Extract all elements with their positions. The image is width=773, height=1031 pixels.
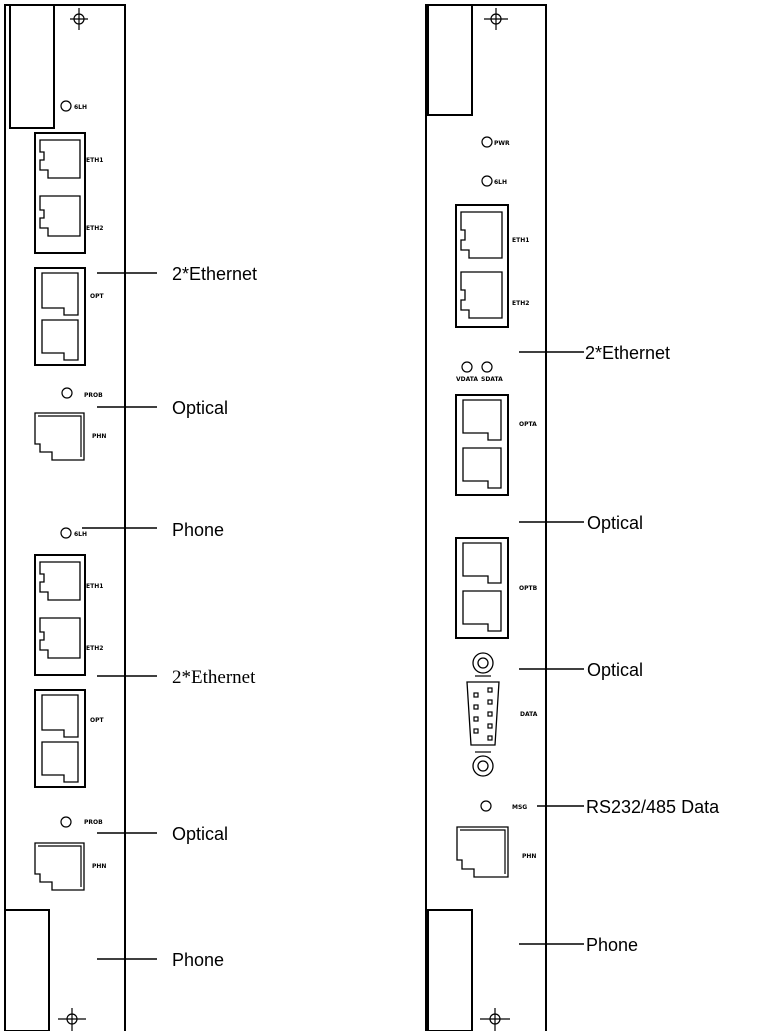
left-phone-port-icon-2: [34, 842, 85, 891]
left-opt-port-icon-2: [41, 694, 79, 783]
right-opta-label: OPTA: [519, 421, 537, 428]
right-callout-phone: Phone: [586, 935, 638, 955]
right-top-handle: [427, 4, 473, 116]
right-eth1-label: ETH1: [512, 237, 529, 244]
left-eth1-label-2: ETH1: [86, 583, 103, 590]
left-prob-led-icon-1: [61, 387, 73, 399]
left-led-label-1: 6LH: [74, 104, 87, 111]
left-eth2-port-icon-2: [39, 617, 81, 659]
right-data-label: DATA: [520, 711, 538, 718]
right-pwr-led-icon: [481, 136, 493, 148]
right-callout-optical-1: Optical: [587, 513, 643, 533]
right-bottom-handle: [427, 909, 473, 1031]
right-sdata-label: SDATA: [481, 376, 503, 383]
right-phone-port-icon: [456, 826, 509, 878]
right-eth1-port-icon: [460, 211, 503, 259]
left-led-icon: [60, 100, 72, 112]
left-bottom-handle: [4, 909, 50, 1031]
right-optb-label: OPTB: [519, 585, 538, 592]
right-db9-connector-icon: [466, 652, 500, 777]
right-board: PWR 6LH ETH1 ETH2 VDATA SDATA OPTA O: [425, 4, 720, 1031]
left-led-icon-2: [60, 527, 72, 539]
right-vdata-label: VDATA: [456, 376, 478, 383]
left-eth1-label: ETH1: [86, 157, 103, 164]
right-top-screw-icon: [484, 8, 508, 30]
left-prob-label-2: PROB: [84, 819, 103, 826]
right-bottom-screw-icon: [480, 1008, 510, 1031]
left-callout-optical-2: Optical: [172, 824, 228, 844]
left-prob-led-icon-2: [60, 816, 72, 828]
right-msg-label: MSG: [512, 804, 527, 811]
left-eth2-port-icon: [39, 195, 81, 237]
left-opt-label-2: OPT: [90, 717, 104, 724]
right-callout-ethernet: 2*Ethernet: [585, 343, 670, 363]
right-6lh-label: 6LH: [494, 179, 507, 186]
left-phn-label-1: PHN: [92, 433, 106, 440]
right-pwr-label: PWR: [494, 140, 510, 147]
left-callout-optical-1: Optical: [172, 398, 228, 418]
left-opt-label-1: OPT: [90, 293, 104, 300]
right-sdata-led-icon: [481, 361, 493, 373]
right-phn-label: PHN: [522, 853, 536, 860]
left-led-label-2: 6LH: [74, 531, 87, 538]
left-top-handle: [9, 4, 55, 129]
left-phn-label-2: PHN: [92, 863, 106, 870]
left-eth2-label: ETH2: [86, 225, 103, 232]
left-bottom-screw-icon: [58, 1008, 86, 1031]
right-vdata-led-icon: [461, 361, 473, 373]
right-6lh-led-icon: [481, 175, 493, 187]
left-callout-phone-1: Phone: [172, 520, 224, 540]
left-eth2-label-2: ETH2: [86, 645, 103, 652]
left-eth1-port-icon: [39, 139, 81, 179]
right-optb-port-icon: [462, 542, 502, 632]
right-msg-led-icon: [480, 800, 492, 812]
left-callout-ethernet-2: 2*Ethernet: [172, 667, 256, 688]
right-eth2-label: ETH2: [512, 300, 529, 307]
right-callout-rs232: RS232/485 Data: [586, 797, 720, 817]
left-callout-ethernet-1: 2*Ethernet: [172, 264, 257, 284]
left-opt-port-icon-1: [41, 272, 79, 361]
left-top-screw-icon: [70, 8, 88, 30]
left-board: 6LH ETH1 ETH2 OPT PROB PHN 6LH: [4, 4, 257, 1031]
left-callout-phone-2: Phone: [172, 950, 224, 970]
right-callout-optical-2: Optical: [587, 660, 643, 680]
right-opta-port-icon: [462, 399, 502, 489]
left-eth1-port-icon-2: [39, 561, 81, 601]
left-phone-port-icon-1: [34, 412, 85, 461]
left-prob-label-1: PROB: [84, 392, 103, 399]
right-eth2-port-icon: [460, 271, 503, 319]
